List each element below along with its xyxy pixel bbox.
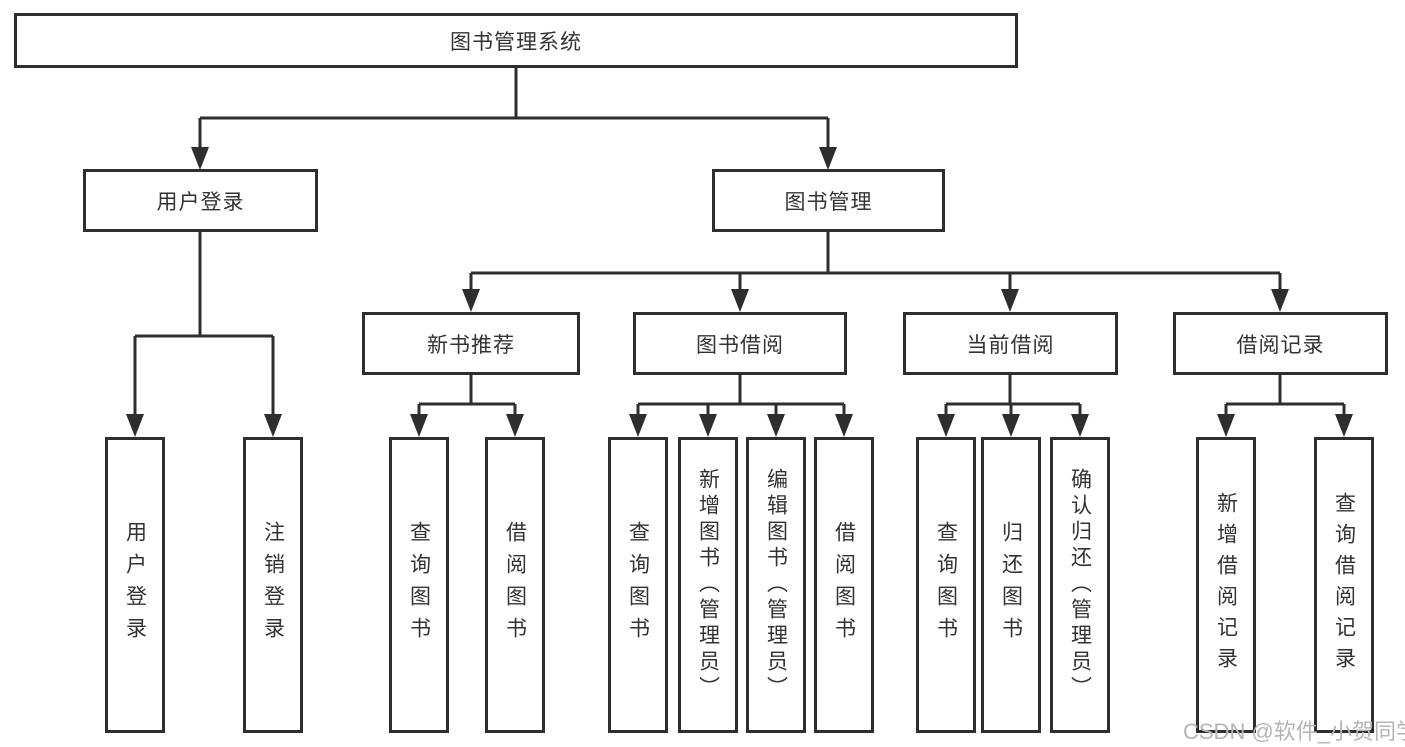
leaf-logout: 注销登录 bbox=[243, 437, 303, 733]
leaf-label: 新增图书（管理员） bbox=[696, 468, 720, 702]
leaf-label: 查询图书 bbox=[934, 521, 958, 649]
leaf-label: 查询借阅记录 bbox=[1332, 492, 1356, 678]
node-new-book-recommendation: 新书推荐 bbox=[362, 312, 580, 375]
node-borrowing-records: 借阅记录 bbox=[1173, 312, 1388, 375]
leaf-label: 新增借阅记录 bbox=[1214, 492, 1238, 678]
node-book-management: 图书管理 bbox=[712, 169, 945, 232]
leaf-confirm-return-admin: 确认归还（管理员） bbox=[1050, 437, 1110, 733]
leaf-add-books-admin: 新增图书（管理员） bbox=[678, 437, 738, 733]
node-label: 用户登录 bbox=[156, 190, 245, 214]
leaf-label: 编辑图书（管理员） bbox=[764, 468, 788, 702]
leaf-query-borrow-record: 查询借阅记录 bbox=[1314, 437, 1374, 733]
node-book-borrowing: 图书借阅 bbox=[633, 312, 847, 375]
leaf-user-login: 用户登录 bbox=[105, 437, 165, 733]
leaf-return-books: 归还图书 bbox=[981, 437, 1041, 733]
node-label: 借阅记录 bbox=[1236, 333, 1325, 357]
leaf-label: 查询图书 bbox=[626, 521, 650, 649]
leaf-label: 借阅图书 bbox=[832, 521, 856, 649]
arrowhead-down bbox=[126, 147, 1353, 437]
csdn-watermark: CSDN @软件_小贺同学 bbox=[1183, 719, 1405, 744]
node-label: 图书管理 bbox=[784, 190, 873, 214]
leaf-borrow-books: 借阅图书 bbox=[814, 437, 874, 733]
node-user-login: 用户登录 bbox=[83, 169, 318, 232]
node-library-management-system: 图书管理系统 bbox=[14, 13, 1018, 68]
leaf-query-books: 查询图书 bbox=[389, 437, 449, 733]
leaf-label: 归还图书 bbox=[999, 521, 1023, 649]
leaf-label: 用户登录 bbox=[123, 521, 147, 649]
node-label: 新书推荐 bbox=[427, 333, 515, 357]
leaf-add-borrow-record: 新增借阅记录 bbox=[1196, 437, 1256, 733]
leaf-query-books: 查询图书 bbox=[608, 437, 668, 733]
node-label: 图书借阅 bbox=[696, 333, 784, 357]
leaf-label: 借阅图书 bbox=[503, 521, 527, 649]
leaf-label: 确认归还（管理员） bbox=[1068, 468, 1092, 702]
leaf-label: 查询图书 bbox=[407, 521, 431, 649]
leaf-edit-books-admin: 编辑图书（管理员） bbox=[746, 437, 806, 733]
node-current-borrowing: 当前借阅 bbox=[903, 312, 1118, 375]
leaf-label: 注销登录 bbox=[261, 521, 285, 649]
node-label: 当前借阅 bbox=[966, 333, 1055, 357]
leaf-query-books: 查询图书 bbox=[916, 437, 976, 733]
node-label: 图书管理系统 bbox=[450, 30, 582, 54]
leaf-borrow-books: 借阅图书 bbox=[485, 437, 545, 733]
